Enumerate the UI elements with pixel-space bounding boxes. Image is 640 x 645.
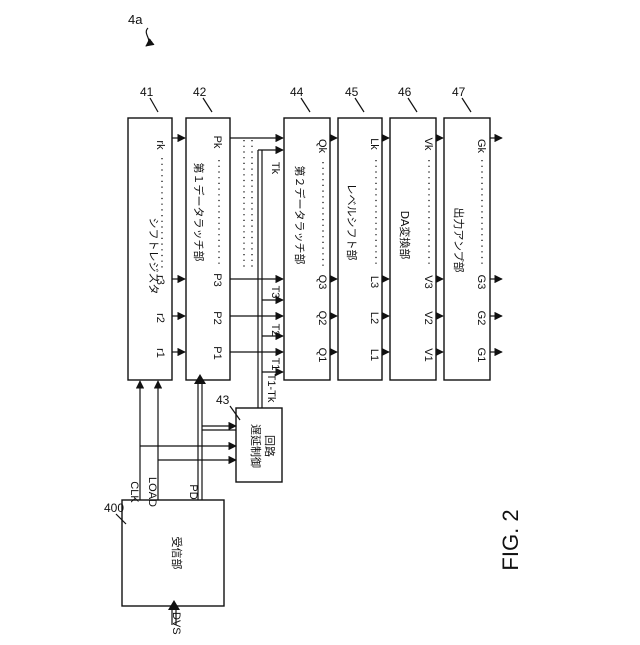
ref-42-leader bbox=[203, 98, 212, 112]
ref-41-leader bbox=[150, 98, 158, 112]
block-second-data-latch bbox=[284, 118, 330, 380]
ref-45-leader bbox=[355, 98, 364, 112]
pin-gk: Gk bbox=[475, 139, 487, 154]
pin-l2: L2 bbox=[368, 312, 380, 324]
pin-r3: r3 bbox=[154, 275, 166, 285]
signal-t1: T1 bbox=[269, 358, 281, 371]
signal-pd: PD bbox=[187, 484, 199, 499]
ref-43: 43 bbox=[216, 393, 230, 407]
pin-l3: L3 bbox=[368, 276, 380, 288]
label-level-shifter: レベルシフト部 bbox=[345, 184, 359, 261]
label-first-data-latch: 第１データラッチ部 bbox=[192, 163, 206, 262]
pin-g2: G2 bbox=[475, 311, 487, 326]
pin-p2: P2 bbox=[211, 311, 223, 324]
pin-rk: rk bbox=[154, 140, 166, 150]
ref-4a-arrow bbox=[146, 28, 149, 46]
pin-q3: Q3 bbox=[316, 275, 328, 290]
block-output-amplifier bbox=[444, 118, 490, 380]
pin-p3: P3 bbox=[211, 273, 223, 286]
pin-g1: G1 bbox=[475, 348, 487, 363]
ref-46: 46 bbox=[398, 85, 412, 99]
ref-47-leader bbox=[462, 98, 471, 112]
label-da-converter: DA変換部 bbox=[398, 211, 412, 260]
ref-41: 41 bbox=[140, 85, 154, 99]
pin-v3: V3 bbox=[422, 275, 434, 288]
figure-caption: FIG. 2 bbox=[498, 509, 523, 570]
label-delay-control-2: 回路 bbox=[263, 435, 276, 457]
ref-46-leader bbox=[408, 98, 417, 112]
bus-label-t1-tk: T1-Tk bbox=[265, 374, 277, 403]
label-receiver: 受信部 bbox=[170, 537, 184, 570]
pin-g3: G3 bbox=[475, 275, 487, 290]
pin-qk: Qk bbox=[316, 139, 328, 154]
signal-load: LOAD bbox=[146, 477, 158, 507]
block-da-converter bbox=[390, 118, 436, 380]
pin-l1: L1 bbox=[368, 349, 380, 361]
block-level-shifter bbox=[338, 118, 382, 380]
ref-4a: 4a bbox=[128, 12, 143, 27]
pin-r1: r1 bbox=[154, 348, 166, 358]
signal-t3: T3 bbox=[269, 286, 281, 299]
label-second-data-latch: 第２データラッチ部 bbox=[293, 166, 307, 265]
pin-lk: Lk bbox=[368, 138, 380, 150]
pin-v2: V2 bbox=[422, 311, 434, 324]
pin-v1: V1 bbox=[422, 348, 434, 361]
label-output-amplifier: 出力アンプ部 bbox=[452, 207, 466, 272]
pd-line bbox=[194, 374, 236, 500]
ref-42: 42 bbox=[193, 85, 207, 99]
signal-clk: CLK bbox=[128, 481, 140, 503]
pin-p1: P1 bbox=[211, 346, 223, 359]
pin-q1: Q1 bbox=[316, 348, 328, 363]
ref-45: 45 bbox=[345, 85, 359, 99]
signal-t2: T2 bbox=[269, 324, 281, 337]
ref-44: 44 bbox=[290, 85, 304, 99]
label-delay-control-1: 遅延制御 bbox=[249, 424, 263, 468]
pin-q2: Q2 bbox=[316, 311, 328, 326]
pin-pk: Pk bbox=[211, 136, 223, 149]
pin-r2: r2 bbox=[154, 313, 166, 323]
signal-dvs: DVS bbox=[170, 612, 182, 635]
ref-44-leader bbox=[301, 98, 310, 112]
pin-vk: Vk bbox=[422, 138, 434, 151]
signal-tk: Tk bbox=[269, 162, 281, 175]
ref-400: 400 bbox=[104, 501, 124, 515]
ref-47: 47 bbox=[452, 85, 466, 99]
